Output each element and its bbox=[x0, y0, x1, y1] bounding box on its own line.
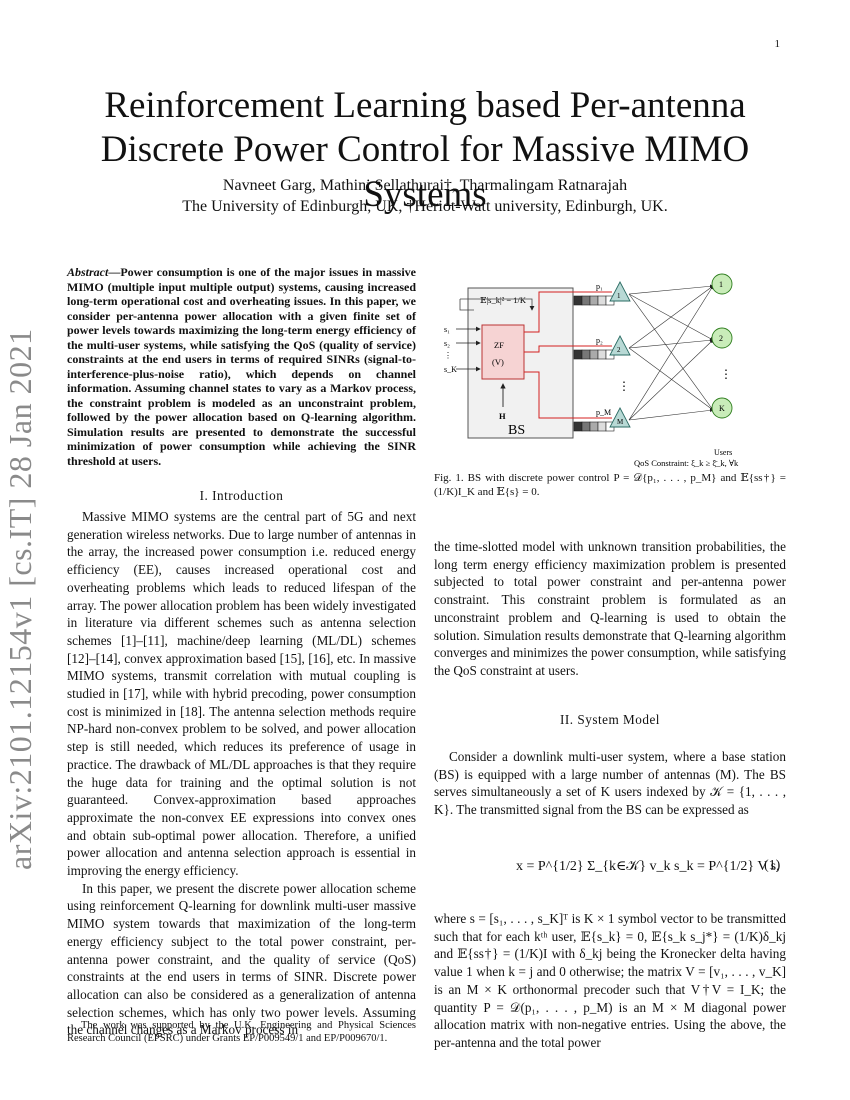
antenna-array: 1 2M ⋮ bbox=[609, 281, 631, 428]
channel-link bbox=[628, 338, 714, 349]
zf-label: ZF bbox=[494, 340, 504, 350]
user-icon bbox=[711, 397, 733, 419]
user-icon bbox=[711, 327, 733, 349]
figure-caption: Fig. 1. BS with discrete power control P… bbox=[434, 472, 786, 498]
antenna-icon bbox=[609, 335, 631, 356]
power-label: p₁ bbox=[596, 282, 603, 291]
v-label: (V) bbox=[492, 357, 504, 367]
users-label: Users bbox=[714, 448, 732, 457]
paper-title: Reinforcement Learning based Per-antenna… bbox=[100, 85, 750, 215]
page-number: 1 bbox=[774, 38, 781, 50]
channel-links bbox=[628, 284, 714, 421]
power-line bbox=[524, 345, 612, 353]
intro-heading: I. Introduction bbox=[199, 488, 284, 503]
user-label: 2 bbox=[719, 334, 723, 343]
right-paragraph-1: the time-slotted model with unknown tran… bbox=[434, 539, 786, 678]
model-paragraph-2: where s = [s₁, . . . , s_K]ᵀ is K × 1 sy… bbox=[434, 911, 786, 1050]
power-level-cell bbox=[589, 421, 599, 432]
equation-number: (1) bbox=[764, 858, 781, 873]
power-level-cell bbox=[573, 295, 583, 306]
power-level-cell bbox=[597, 295, 607, 306]
user-label: 1 bbox=[719, 280, 723, 289]
power-eq-label: 𝔼|s_k|² = 1/K bbox=[480, 295, 527, 305]
power-level-cell bbox=[573, 349, 583, 360]
input-symbol: s₁ bbox=[444, 325, 450, 334]
abstract-text: —Power consumption is one of the major i… bbox=[67, 265, 416, 468]
intro-paragraph-2: In this paper, we present the discrete p… bbox=[67, 880, 416, 1038]
intro-paragraph-1: Massive MIMO systems are the central par… bbox=[67, 509, 416, 879]
channel-link bbox=[628, 339, 714, 421]
power-level-cell bbox=[597, 421, 607, 432]
antenna-icon bbox=[609, 281, 631, 302]
power-level-cell bbox=[581, 349, 591, 360]
footnote: The work was supported by the U.K. Engin… bbox=[67, 1020, 416, 1044]
input-symbols: s₁ s₂ ⋮ s_K bbox=[444, 325, 481, 374]
user-icon bbox=[711, 273, 733, 295]
qos-constraint-label: QoS Constraint: ξ_k ≥ ξ̄_k, ∀k bbox=[634, 458, 739, 468]
power-level-cell bbox=[597, 349, 607, 360]
channel-link bbox=[628, 347, 714, 411]
user-label: K bbox=[719, 404, 725, 413]
power-level-bars: p₁ p₂ p_M bbox=[573, 282, 615, 432]
user-ellipsis: ⋮ bbox=[720, 367, 732, 381]
power-label: p₂ bbox=[596, 336, 603, 345]
channel-link bbox=[628, 285, 714, 349]
power-level-cell bbox=[573, 421, 583, 432]
antenna-label: 2 bbox=[617, 346, 621, 354]
bs-label: BS bbox=[508, 423, 525, 438]
input-symbol: ⋮ bbox=[444, 351, 452, 360]
author-affiliation: The University of Edinburgh, UK, †Heriot… bbox=[182, 197, 668, 215]
power-lines bbox=[524, 291, 612, 419]
equation-1: x = P^{1/2} Σ_{k∈𝒦} v_k s_k = P^{1/2} V … bbox=[516, 859, 780, 874]
channel-link bbox=[628, 293, 714, 411]
arxiv-stamp: arXiv:2101.12154v1 [cs.IT] 28 Jan 2021 bbox=[2, 328, 38, 870]
h-label: H bbox=[499, 411, 506, 421]
antenna-label: M bbox=[617, 418, 624, 426]
antenna-label: 1 bbox=[617, 292, 621, 300]
input-symbol: s₂ bbox=[444, 339, 450, 348]
power-line bbox=[524, 371, 612, 419]
power-line bbox=[524, 291, 612, 333]
power-level-cell bbox=[581, 295, 591, 306]
intro-body: Massive MIMO systems are the central par… bbox=[67, 508, 416, 1039]
model-heading: II. System Model bbox=[560, 712, 660, 727]
channel-link bbox=[628, 284, 714, 295]
channel-link bbox=[628, 285, 714, 421]
abstract-label: Abstract bbox=[67, 265, 109, 279]
user-nodes: 1 2K ⋮ bbox=[711, 273, 733, 419]
power-level-cell bbox=[589, 349, 599, 360]
antenna-icon bbox=[609, 407, 631, 428]
zf-precoder-box bbox=[481, 324, 525, 380]
channel-link bbox=[628, 408, 714, 421]
antenna-ellipsis: ⋮ bbox=[618, 379, 630, 393]
power-level-cell bbox=[589, 295, 599, 306]
model-paragraph-1: Consider a downlink multi-user system, w… bbox=[434, 749, 786, 818]
input-symbol: s_K bbox=[444, 365, 457, 374]
abstract: Abstract—Power consumption is one of the… bbox=[67, 265, 416, 468]
power-level-cell bbox=[581, 421, 591, 432]
author-names: Navneet Garg, Mathini Sellathurai†, Thar… bbox=[222, 177, 628, 194]
power-label: p_M bbox=[596, 408, 611, 417]
author-block: Navneet Garg, Mathini Sellathurai†, Thar… bbox=[40, 176, 810, 218]
